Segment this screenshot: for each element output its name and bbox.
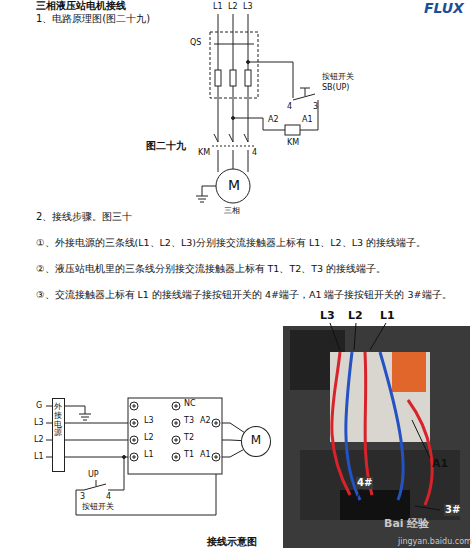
node-text: T2 <box>184 434 194 443</box>
wiring-diagram <box>46 398 222 515</box>
node-text: A2 <box>200 417 211 426</box>
label: UP <box>88 470 99 479</box>
label: 按钮开关 <box>82 502 114 511</box>
page-title: 三相液压站电机接线 <box>36 0 126 12</box>
label: 4 <box>287 102 292 111</box>
node-text: L3 <box>144 417 154 426</box>
label: KM <box>198 148 210 157</box>
node-text: NC <box>184 400 196 409</box>
label: 4 <box>252 148 257 157</box>
wire <box>222 450 243 457</box>
label: ③、交流接触器上标有 L1 的接线端子接按钮开关的 4#端子，A1 端子接按钮开… <box>36 290 471 301</box>
label: L2 <box>228 2 238 11</box>
node-text: T1 <box>184 451 194 460</box>
wire <box>65 423 128 424</box>
label: L2 <box>348 310 363 323</box>
contactor-block: NC L3 T3L2 T2 A2L1 T1 A1 <box>128 398 222 474</box>
label: 3 <box>313 102 318 111</box>
schematic <box>196 14 318 203</box>
label: 三相 <box>224 206 240 215</box>
label: 3# <box>444 504 461 516</box>
label: A1 <box>432 458 448 471</box>
label: 3 <box>80 492 85 501</box>
label: L2 <box>34 435 44 444</box>
node-text: L2 <box>144 434 154 443</box>
label: 2、接线步骤。图三十 <box>36 211 132 223</box>
label: L3 <box>34 418 44 427</box>
label: L1 <box>213 2 223 11</box>
label: L1 <box>380 310 395 323</box>
wire <box>222 440 241 442</box>
label: A2 <box>268 115 279 124</box>
wire <box>222 423 244 432</box>
label: 接线示意图 <box>207 536 257 548</box>
label: ②、液压站电机里的三条线分别接交流接触器上标有 T1、T2、T3 的接线端子。 <box>36 264 471 275</box>
logo: FLUX <box>424 0 464 16</box>
label: 图二十九 <box>146 140 186 152</box>
node-text: 外接电源 <box>54 403 62 438</box>
label: KM <box>287 138 299 147</box>
node-text: M <box>242 427 270 453</box>
label: 4# <box>356 477 373 489</box>
terminal-screws <box>130 402 220 461</box>
label: L3 <box>243 2 253 11</box>
power-box: 外接电源 <box>52 398 65 472</box>
label: QS <box>190 38 201 47</box>
motor-circle: M <box>241 426 271 457</box>
label: L3 <box>320 310 335 323</box>
label: Bai 经验 <box>384 518 429 531</box>
label: 1、电路原理图(图二十九) <box>36 13 150 25</box>
label: G <box>36 401 42 410</box>
label: 4 <box>106 492 111 501</box>
label: L1 <box>34 452 44 461</box>
label: ①、外接电源的三条线(L1、L2、L3)分别接交流接触器上标有 L1、L2、L3… <box>36 238 471 249</box>
label: A1 <box>302 115 313 124</box>
label: 按钮开关 <box>322 72 354 81</box>
label: jingyan.baidu.com <box>398 537 472 546</box>
wire <box>65 440 128 441</box>
node-text: T3 <box>184 417 194 426</box>
wire <box>65 457 128 458</box>
label: M <box>228 177 240 193</box>
node-text: L1 <box>144 451 154 460</box>
label: SB(UP) <box>322 83 350 92</box>
photo <box>283 323 470 548</box>
node-text: A1 <box>200 451 211 460</box>
